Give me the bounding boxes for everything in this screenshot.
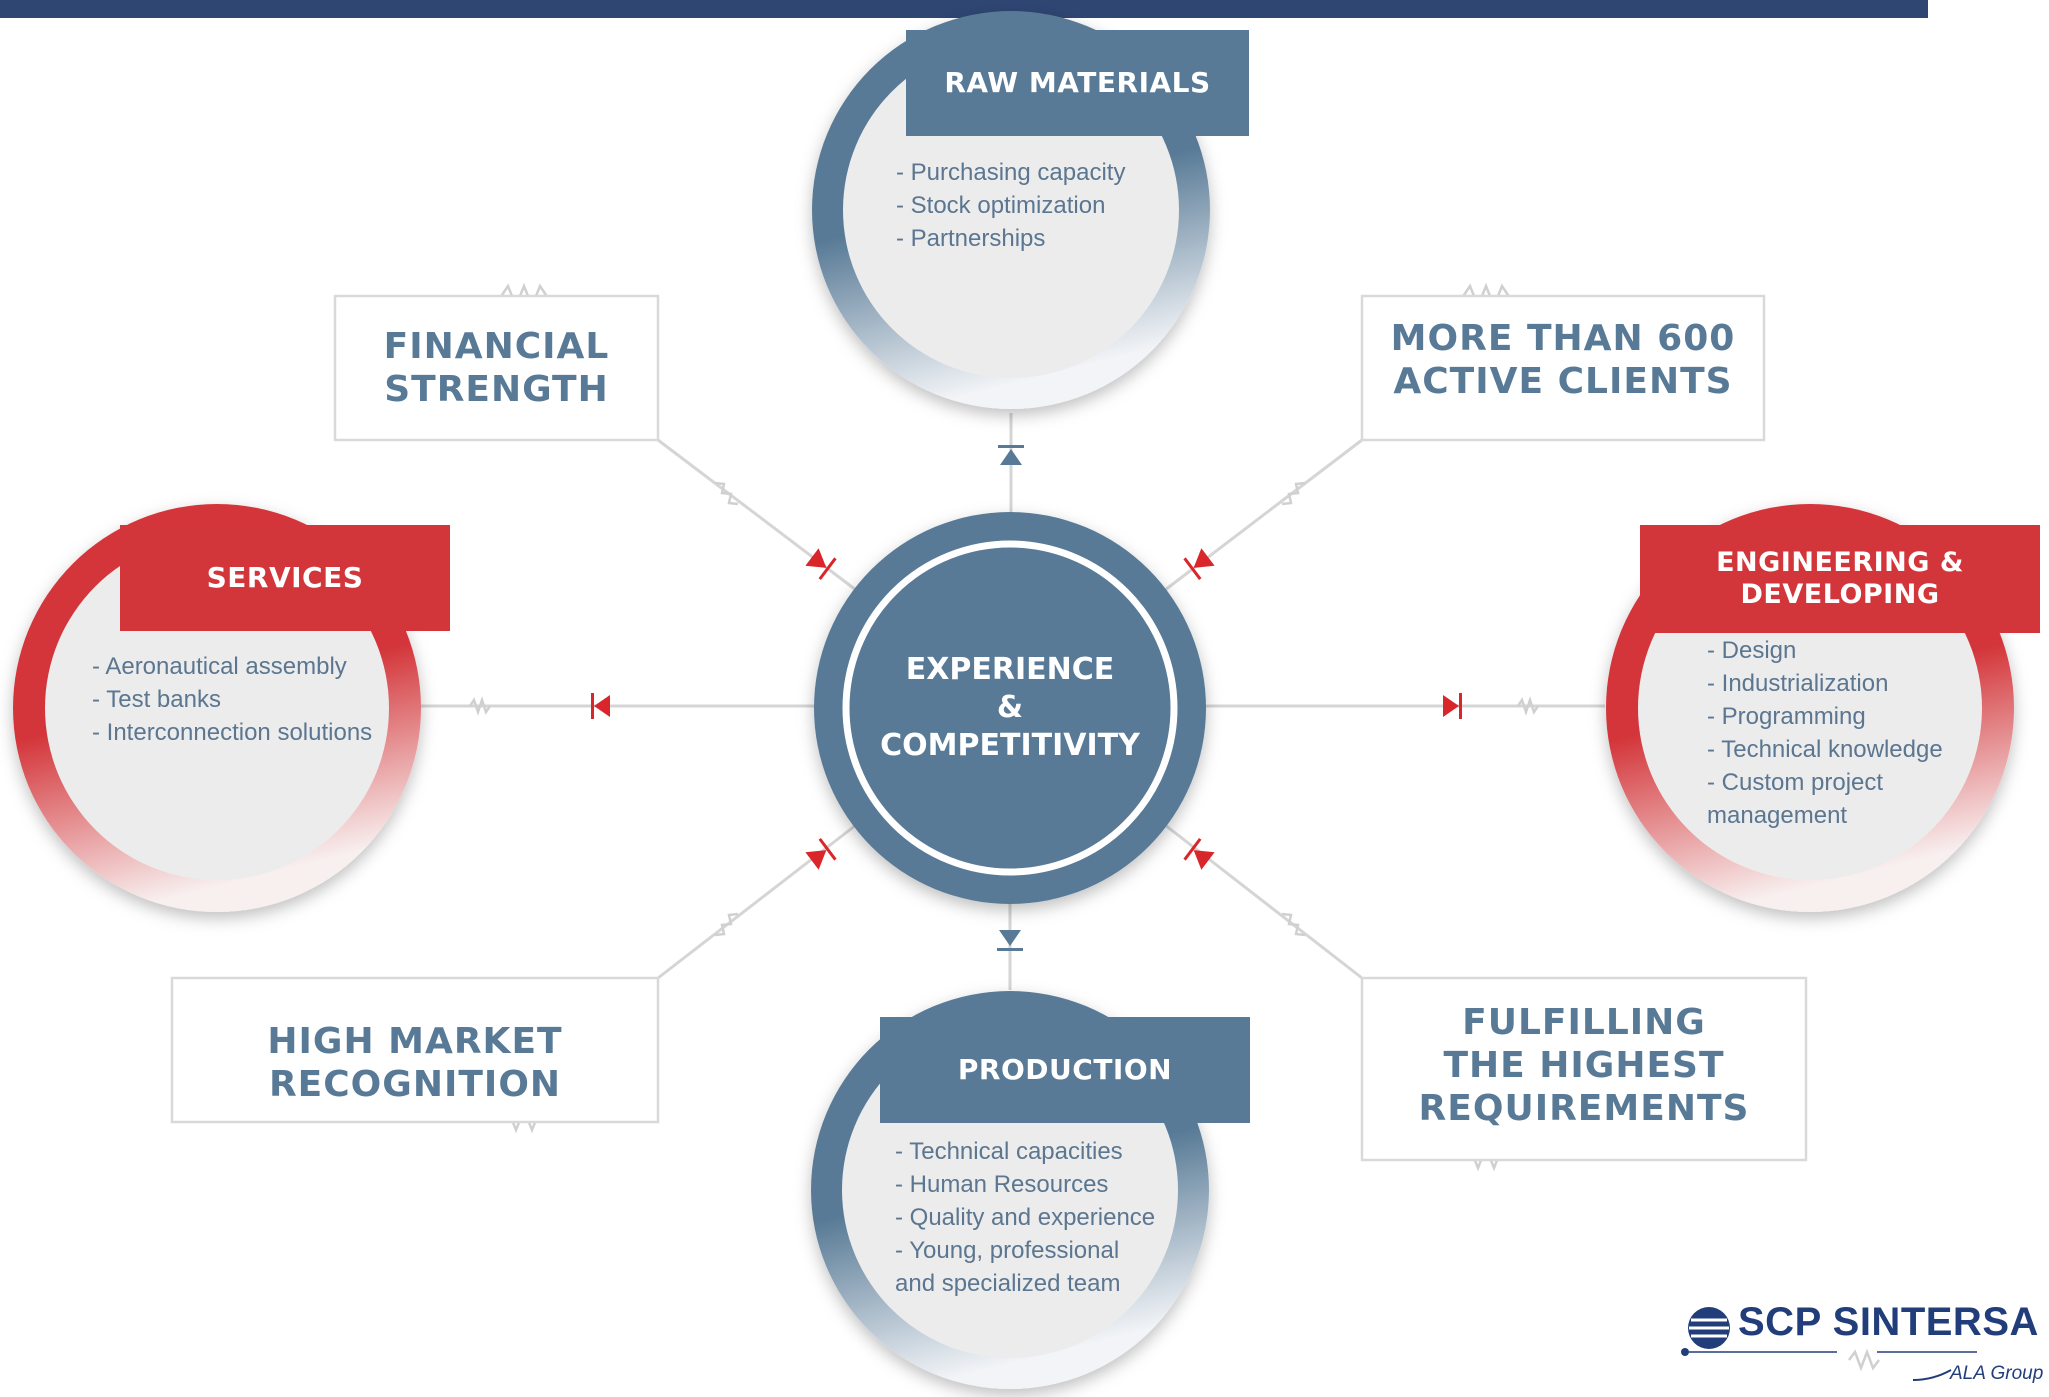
globe-icon: [1688, 1307, 1730, 1349]
raw-materials-list: - Purchasing capacity - Stock optimizati…: [896, 159, 1126, 252]
box-clients: [1360, 294, 1766, 442]
production-title: PRODUCTION: [880, 1017, 1250, 1123]
engineering-title: ENGINEERING & DEVELOPING: [1640, 525, 2040, 633]
resistor-icon: [498, 282, 550, 310]
box-financial: [333, 294, 660, 442]
company-logo: SCP SINTERSA ALA Group: [1681, 1296, 2049, 1397]
production-list: - Technical capacities - Human Resources…: [895, 1138, 1156, 1297]
diode-bottom-icon: [997, 930, 1023, 951]
resistor-icon: [1516, 696, 1540, 716]
resistor-icon: [1281, 481, 1306, 506]
header-bar: [0, 0, 1928, 18]
logo-name: SCP SINTERSA: [1738, 1300, 2039, 1344]
raw-materials-title: RAW MATERIALS: [906, 30, 1249, 136]
connector-bottom-right: [1164, 823, 1363, 980]
box-requirements: [1360, 976, 1808, 1162]
services-list: - Aeronautical assembly - Test banks - I…: [92, 653, 373, 746]
statement-market: HIGH MARKET RECOGNITION: [267, 1021, 563, 1105]
connector-bottom-left: [657, 823, 857, 980]
center-inner-ring: [842, 540, 1178, 876]
logo-baseline: [1681, 1348, 1977, 1356]
resistor-icon: [1281, 912, 1306, 937]
box-market: [170, 976, 660, 1124]
resistor-icon: [714, 912, 739, 937]
services-title: SERVICES: [120, 525, 450, 631]
diode-left-icon: [591, 693, 610, 719]
statement-financial: FINANCIAL STRENGTH: [383, 326, 610, 410]
statement-frames: [170, 294, 1808, 1162]
statement-clients: MORE THAN 600 ACTIVE CLIENTS: [1390, 318, 1736, 402]
diode-right-icon: [1443, 693, 1462, 719]
diode-bottom-right-icon: [1183, 837, 1215, 870]
center-hub: [814, 512, 1206, 904]
connector-top-left: [657, 438, 857, 592]
logo-swoosh: [1913, 1369, 1952, 1381]
diode-top-left-icon: [805, 548, 837, 581]
diode-bottom-left-icon: [805, 837, 837, 870]
resistor-icon: [468, 696, 492, 716]
diode-top-icon: [998, 445, 1024, 465]
resistor-icon: [1460, 282, 1512, 310]
logo-group: ALA Group: [1950, 1363, 2044, 1384]
engineering-list: - Design - Industrialization - Programmi…: [1707, 637, 1943, 829]
statement-requirements: FULFILLING THE HIGHEST REQUIREMENTS: [1418, 1001, 1750, 1129]
resistor-icon: [1848, 1348, 1880, 1372]
center-label: EXPERIENCE & COMPETITIVITY: [880, 652, 1140, 763]
resistor-icon: [714, 481, 739, 506]
diode-top-right-icon: [1183, 548, 1215, 581]
